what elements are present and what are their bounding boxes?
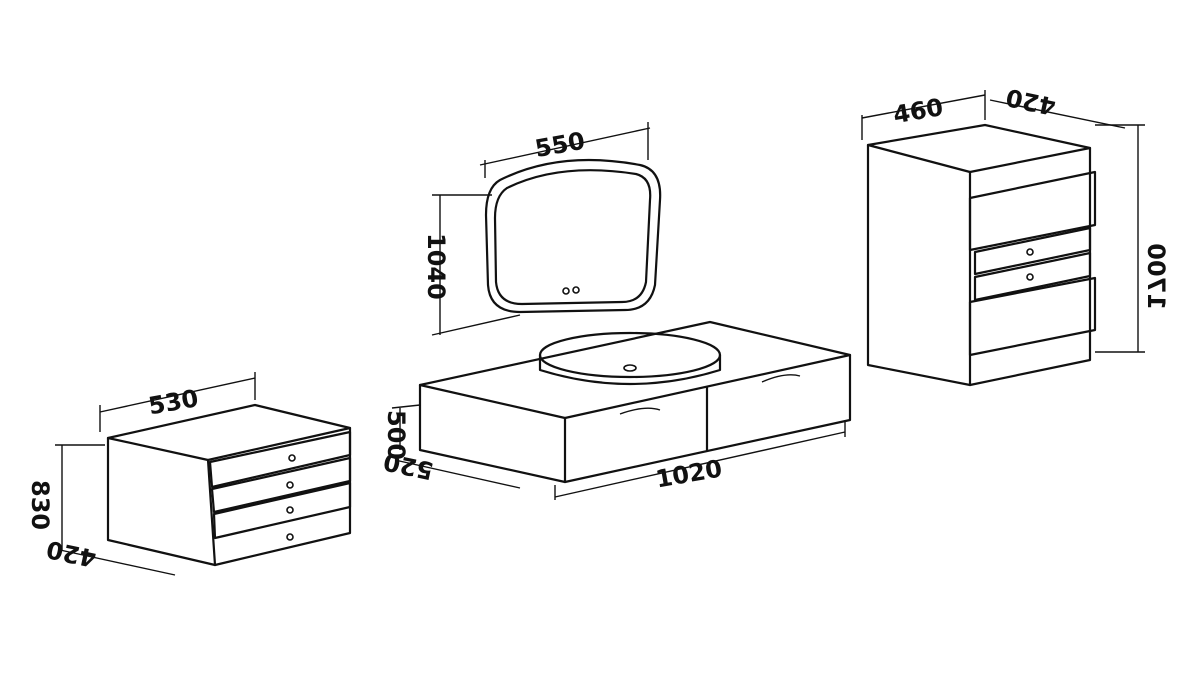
tall-cabinet: 460 420 1700 [861,83,1170,387]
cabinet-width-label: 460 [891,93,945,129]
mirror: 550 1040 [422,122,662,336]
mirror-width-label: 550 [533,127,587,163]
cabinet-height-label: 1700 [1142,243,1170,310]
drawer-unit-depth-label: 420 [44,535,99,573]
vanity-height-label: 500 [382,410,410,460]
drawer-unit: 530 830 420 [26,372,352,576]
drawer-unit-height-label: 830 [26,480,54,530]
cabinet-depth-label: 420 [1003,83,1058,121]
mirror-height-label: 1040 [422,233,450,300]
vanity-depth-label: 520 [381,447,436,485]
drawer-unit-width-label: 530 [146,384,200,420]
vanity-unit: 500 520 1020 [381,320,852,500]
